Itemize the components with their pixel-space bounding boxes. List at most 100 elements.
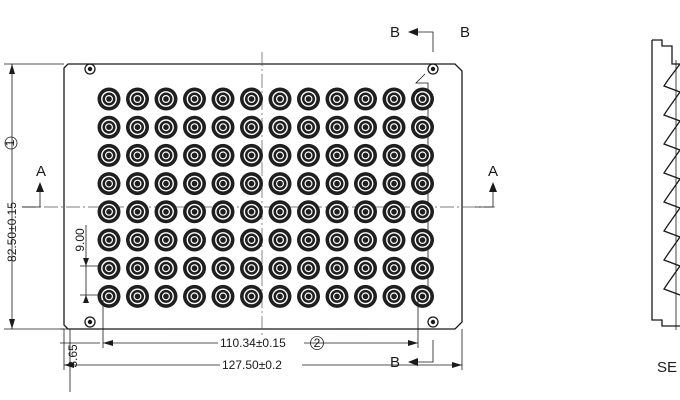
well <box>154 228 178 252</box>
well <box>268 143 292 167</box>
well <box>211 143 235 167</box>
well <box>97 284 121 308</box>
well <box>211 228 235 252</box>
well-grid <box>97 87 434 308</box>
well <box>382 115 406 139</box>
well <box>240 284 263 308</box>
well <box>297 228 320 252</box>
well <box>382 228 406 252</box>
well <box>297 143 320 167</box>
well <box>126 228 149 252</box>
well <box>97 228 121 252</box>
well <box>297 115 320 139</box>
well <box>97 200 121 224</box>
well <box>354 256 377 280</box>
well <box>325 115 349 139</box>
well <box>325 143 349 167</box>
well <box>126 172 149 196</box>
well <box>183 256 206 280</box>
well <box>354 115 377 139</box>
well <box>268 172 292 196</box>
well-span-text: 110.34±0.15 <box>220 336 286 350</box>
well <box>126 143 149 167</box>
well <box>126 200 149 224</box>
well <box>268 256 292 280</box>
well <box>325 87 349 111</box>
well <box>240 228 263 252</box>
well <box>183 284 206 308</box>
well <box>211 200 235 224</box>
well <box>211 256 235 280</box>
well <box>240 256 263 280</box>
well <box>268 115 292 139</box>
overall-length-dimension: 127.50±0.2 <box>63 329 463 372</box>
well <box>154 284 178 308</box>
section-b-top-marker: B B <box>390 24 470 52</box>
well <box>297 87 320 111</box>
well <box>325 284 349 308</box>
well <box>382 143 406 167</box>
well <box>411 143 434 167</box>
well <box>411 228 434 252</box>
well <box>268 200 292 224</box>
section-b-top-label: B <box>460 24 470 41</box>
well <box>126 87 149 111</box>
well <box>183 172 206 196</box>
well-span-dimension: 110.34±0.15 2 <box>102 300 419 350</box>
well <box>354 87 377 111</box>
well <box>382 172 406 196</box>
well <box>211 284 235 308</box>
well <box>183 228 206 252</box>
well <box>97 256 121 280</box>
well <box>154 256 178 280</box>
well <box>154 87 178 111</box>
well <box>325 228 349 252</box>
well <box>240 87 263 111</box>
well <box>211 172 235 196</box>
well <box>240 143 263 167</box>
well <box>154 143 178 167</box>
well <box>354 172 377 196</box>
well <box>268 228 292 252</box>
well <box>211 115 235 139</box>
well <box>354 200 377 224</box>
well <box>97 172 121 196</box>
section-a-left-marker: A <box>22 163 46 208</box>
well <box>354 228 377 252</box>
well-pitch-dimension: 9.00 <box>73 225 100 303</box>
well <box>211 87 235 111</box>
offset-text: 3.65 <box>66 344 80 368</box>
height-dimension-text: 82.50±0.15 <box>5 202 19 262</box>
well <box>154 172 178 196</box>
well-pitch-text: 9.00 <box>73 228 87 252</box>
well <box>97 115 121 139</box>
section-b-bottom-label: B <box>390 354 400 371</box>
well <box>382 284 406 308</box>
well <box>382 256 406 280</box>
corner-lug-bottom-left <box>84 316 96 328</box>
well <box>382 87 406 111</box>
well <box>154 200 178 224</box>
height-datum-number: 1 <box>3 139 17 146</box>
well <box>97 87 121 111</box>
well <box>240 172 263 196</box>
section-view: SE <box>651 39 680 376</box>
offset-dimension: 3.65 <box>60 328 100 392</box>
well <box>268 284 292 308</box>
well <box>183 87 206 111</box>
section-a-right-marker: A <box>475 163 498 208</box>
well <box>154 115 178 139</box>
well <box>411 87 434 111</box>
well <box>411 200 434 224</box>
well <box>325 172 349 196</box>
well <box>183 143 206 167</box>
well <box>354 143 377 167</box>
well <box>297 200 320 224</box>
well <box>325 200 349 224</box>
height-dimension: 82.50±0.15 1 <box>3 63 64 330</box>
well <box>183 200 206 224</box>
well <box>411 115 434 139</box>
overall-length-text: 127.50±0.2 <box>222 358 282 372</box>
well <box>183 115 206 139</box>
well <box>325 256 349 280</box>
